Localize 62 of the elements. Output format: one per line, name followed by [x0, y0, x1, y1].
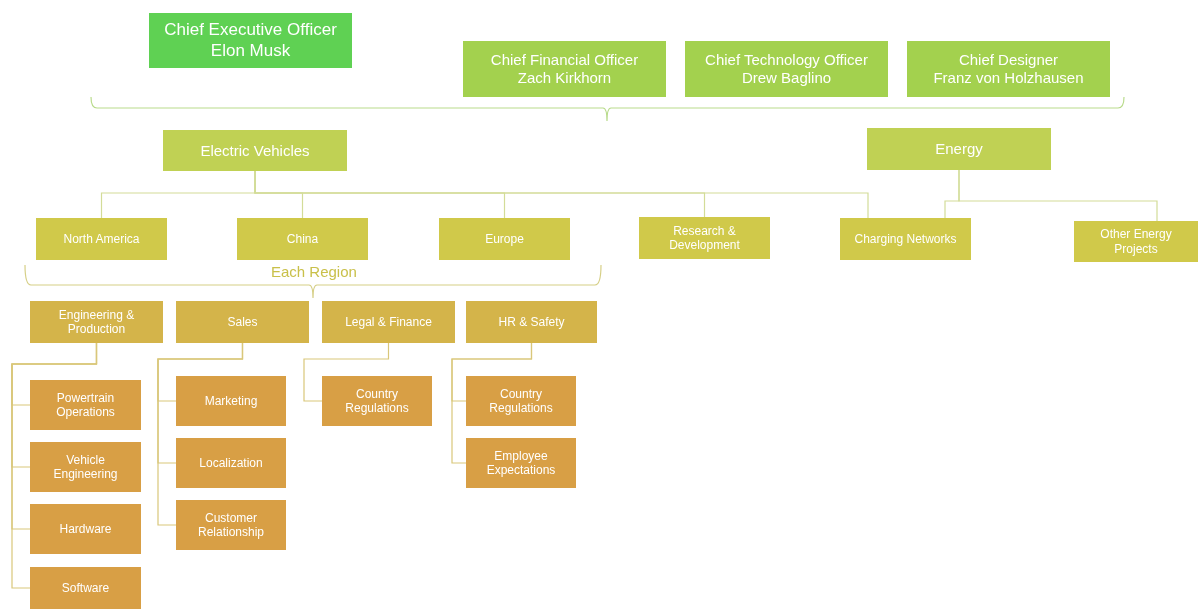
- node-title: Legal & Finance: [345, 314, 432, 330]
- node-title: Employee Expectations: [485, 448, 557, 478]
- org-box: [237, 218, 368, 260]
- org-box: [463, 41, 666, 97]
- org-box: [439, 218, 570, 260]
- connector-line: [958, 169, 1158, 222]
- node-title: Country Regulations: [488, 386, 554, 416]
- org-box: [466, 438, 576, 488]
- node-title: Chief Executive Officer: [164, 20, 337, 41]
- connector-line: [451, 342, 533, 464]
- node-title: Chief Technology Officer: [705, 51, 868, 69]
- org-box: [867, 128, 1051, 170]
- org-box: [322, 301, 455, 343]
- node-subtitle: Elon Musk: [210, 40, 291, 61]
- node-title: Charging Networks: [854, 231, 957, 247]
- node-subtitle: Drew Baglino: [741, 69, 832, 87]
- group-label: Each Region: [271, 263, 357, 280]
- org-box: [685, 41, 888, 97]
- org-box: [466, 301, 597, 343]
- org-box: [30, 301, 163, 343]
- node-title: Sales: [227, 314, 258, 330]
- node-title: Research & Development: [668, 223, 741, 253]
- node-title: North America: [63, 231, 140, 247]
- org-box: [149, 13, 352, 68]
- node-title: Hardware: [59, 521, 112, 537]
- connector-line: [157, 342, 244, 526]
- org-box: [30, 442, 141, 492]
- node-title: Engineering & Production: [57, 307, 136, 337]
- connector-line: [11, 342, 98, 589]
- node-title: Country Regulations: [344, 386, 410, 416]
- node-title: Chief Designer: [958, 51, 1059, 69]
- org-box: [30, 380, 141, 430]
- node-title: Customer Relationship: [196, 510, 265, 540]
- org-box: [1074, 221, 1198, 262]
- node-title: Vehicle Engineering: [52, 452, 119, 482]
- org-box: [639, 217, 770, 259]
- org-box: [176, 500, 286, 550]
- node-title: Energy: [935, 140, 983, 158]
- org-box: [176, 376, 286, 426]
- org-box: [36, 218, 167, 260]
- node-title: Software: [61, 580, 110, 596]
- org-box: [176, 301, 309, 343]
- node-title: Europe: [485, 231, 524, 247]
- node-title: Other Energy Projects: [1099, 227, 1173, 256]
- node-title: HR & Safety: [498, 314, 565, 330]
- node-title: Chief Financial Officer: [490, 51, 639, 69]
- connector-line: [303, 342, 390, 402]
- org-box: [176, 438, 286, 488]
- node-title: Localization: [199, 455, 263, 471]
- org-box: [466, 376, 576, 426]
- node-subtitle: Franz von Holzhausen: [933, 69, 1084, 87]
- org-box: [30, 567, 141, 609]
- org-box: [322, 376, 432, 426]
- org-box: [30, 504, 141, 554]
- node-title: China: [286, 231, 319, 247]
- node-title: Powertrain Operations: [55, 390, 116, 420]
- node-subtitle: Zach Kirkhorn: [517, 69, 612, 87]
- node-title: Electric Vehicles: [200, 141, 310, 160]
- org-box: [163, 130, 347, 171]
- org-box: [840, 218, 971, 260]
- org-box: [907, 41, 1110, 97]
- node-title: Marketing: [204, 393, 258, 409]
